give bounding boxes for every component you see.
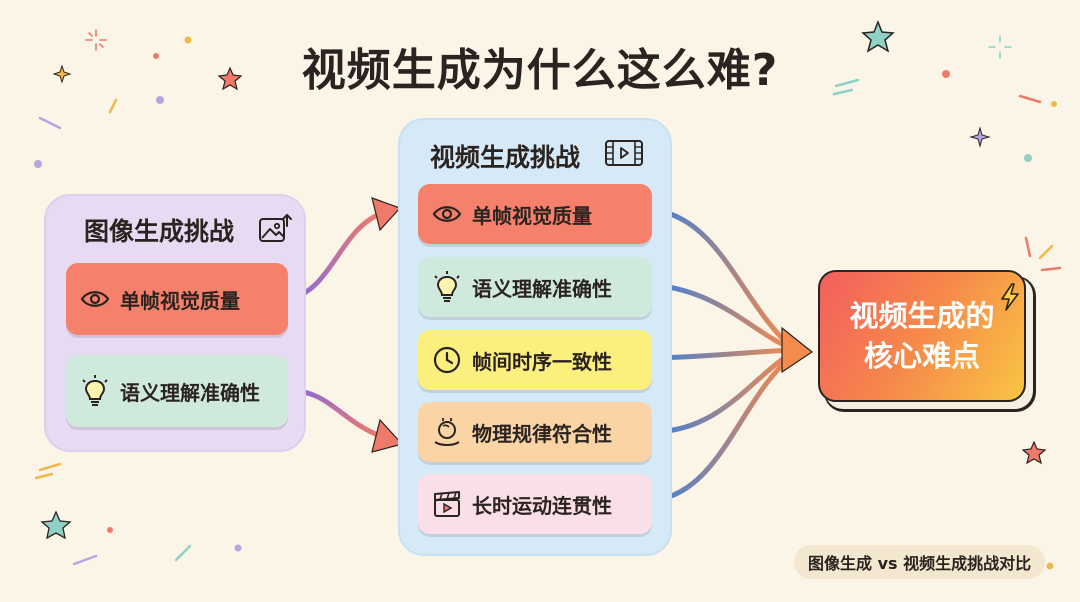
image-panel-title: 图像生成挑战 (84, 217, 235, 246)
image-item-semantic-accuracy: 语义理解准确性 (66, 355, 288, 427)
lightning-icon (1001, 283, 1019, 311)
star-deco (861, 19, 895, 53)
arrow-head (371, 418, 404, 453)
item-label: 帧间时序一致性 (472, 349, 612, 374)
arrow-to-core (652, 347, 793, 361)
core-line-2: 核心难点 (863, 339, 980, 373)
arrow-to-core (652, 282, 793, 351)
lightbulb-icon (430, 270, 464, 304)
video-item-physics: 物理规律符合性 (418, 402, 652, 462)
arrow-to-core (652, 351, 793, 435)
image-item-visual-quality: 单帧视觉质量 (66, 263, 288, 335)
video-panel-title: 视频生成挑战 (430, 143, 581, 172)
star-deco (1021, 440, 1047, 465)
clock-icon (430, 343, 464, 377)
lightbulb-icon (78, 374, 112, 408)
video-icon (605, 140, 643, 166)
core-difficulty-box: 视频生成的 核心难点 (818, 270, 1026, 402)
eye-icon (78, 282, 112, 316)
video-item-semantic-accuracy: 语义理解准确性 (418, 257, 652, 317)
comparison-badge: 图像生成 vs 视频生成挑战对比 (794, 545, 1046, 579)
item-label: 单帧视觉质量 (472, 203, 592, 228)
page-title: 视频生成为什么这么难? (301, 45, 779, 96)
item-label: 语义理解准确性 (472, 276, 612, 301)
sparkle-deco (969, 126, 991, 148)
item-label: 长时运动连贯性 (472, 493, 612, 518)
star-deco (217, 66, 243, 91)
eye-icon (430, 197, 464, 231)
clapperboard-icon (430, 487, 464, 521)
image-upload-icon (259, 213, 292, 242)
video-item-visual-quality: 单帧视觉质量 (418, 184, 652, 244)
arrow-head (371, 197, 402, 232)
item-label: 语义理解准确性 (120, 380, 260, 405)
item-label: 单帧视觉质量 (120, 288, 240, 313)
sparkle-deco (52, 64, 72, 84)
video-item-temporal-consistency: 帧间时序一致性 (418, 330, 652, 390)
arrow-to-core (652, 355, 793, 503)
arrow-head (781, 326, 814, 374)
item-label: 物理规律符合性 (472, 421, 612, 446)
star-deco (40, 510, 72, 540)
video-item-long-motion: 长时运动连贯性 (418, 474, 652, 534)
bouncing-ball-icon (430, 415, 464, 449)
arrow-to-core (652, 207, 793, 349)
core-line-1: 视频生成的 (849, 299, 995, 333)
